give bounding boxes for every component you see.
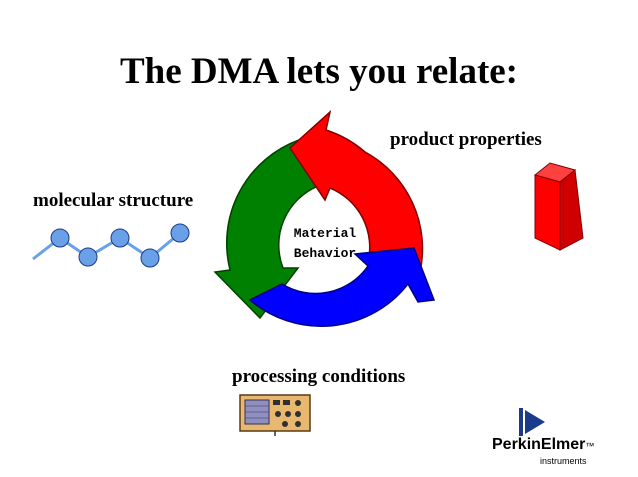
green-cycle-arrow bbox=[213, 139, 319, 320]
label-processing-conditions: processing conditions bbox=[232, 366, 406, 387]
logo-brand: PerkinElmer bbox=[492, 436, 586, 453]
label-product-properties: product properties bbox=[390, 129, 542, 150]
center-label: Material Behavior bbox=[270, 224, 380, 264]
blue-cycle-arrow bbox=[248, 247, 436, 328]
logo-subtitle: instruments bbox=[540, 456, 587, 466]
logo-tm: ™ bbox=[585, 441, 595, 451]
red-cycle-arrow bbox=[289, 109, 424, 273]
instrument-panel-icon bbox=[239, 394, 311, 436]
slide-title: The DMA lets you relate: bbox=[119, 51, 519, 92]
center-label-line2: Behavior bbox=[293, 246, 357, 261]
carton-icon bbox=[533, 162, 584, 251]
label-molecular-structure: molecular structure bbox=[33, 190, 194, 211]
perkinelmer-logo-mark bbox=[519, 408, 545, 436]
perkinelmer-logo: PerkinElmer™ bbox=[492, 436, 594, 454]
molecule-chain-icon bbox=[32, 223, 190, 268]
center-label-line1: Material bbox=[293, 226, 357, 241]
